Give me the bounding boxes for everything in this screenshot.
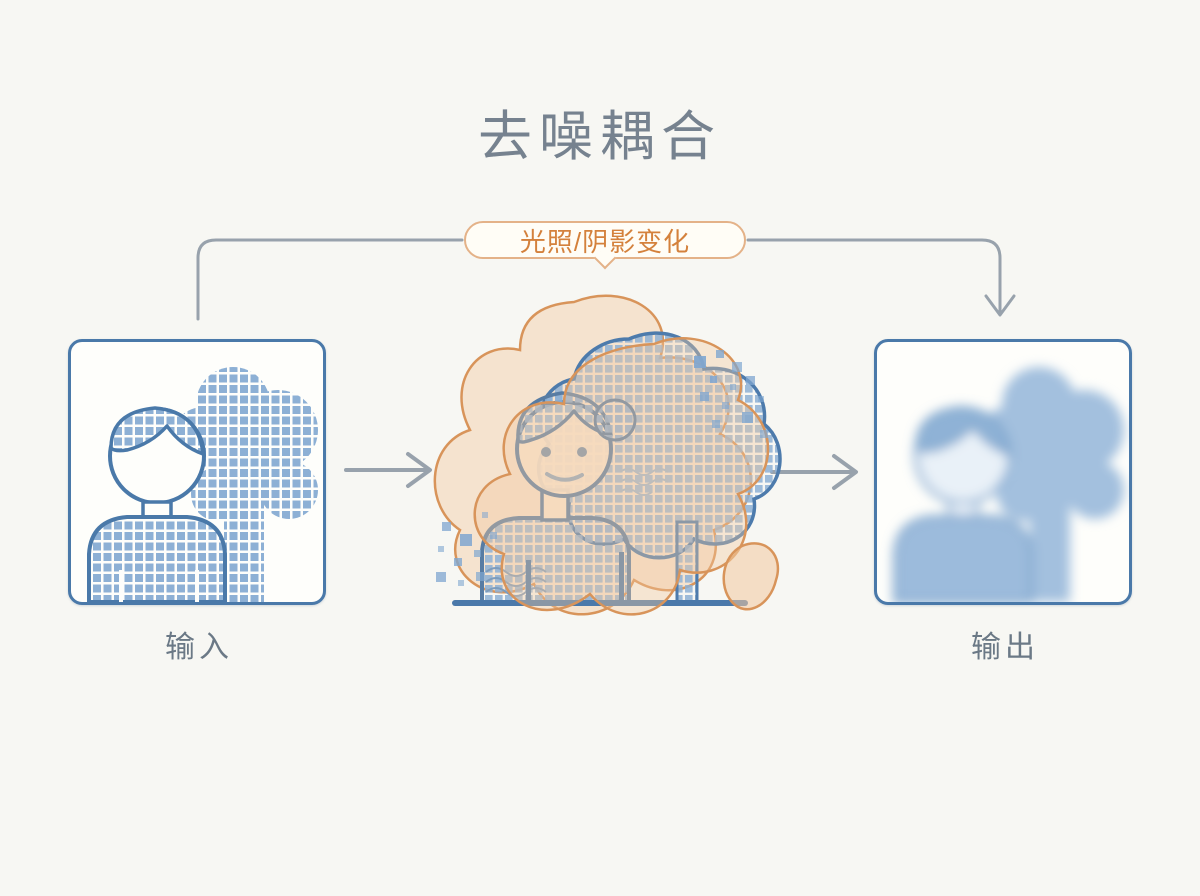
person-eye-left: [541, 447, 551, 457]
person-hair-blurred: [914, 405, 1012, 457]
person-hair-curl-noisy: [593, 398, 637, 442]
arrow-middle-to-output-icon: [770, 454, 858, 490]
person-smile: [545, 472, 584, 482]
glitch-lines-face: [619, 468, 669, 496]
noise-blob-small: [722, 542, 779, 611]
input-label: 输入: [165, 631, 233, 664]
person-torso-noisy: [480, 516, 631, 604]
bypass-line-left: [196, 238, 464, 321]
ground-post-right: [619, 552, 624, 600]
blurred-person-and-tree-illustration: [893, 367, 1124, 602]
noise-pixels-left: [436, 512, 497, 586]
person-torso-blurred: [893, 515, 1033, 602]
input-image-frame: [68, 339, 326, 605]
output-image-frame: [874, 339, 1132, 605]
tree-trunk-blurred: [1030, 500, 1070, 602]
ground-post-left: [526, 560, 531, 600]
bypass-arrowhead-icon: [984, 294, 1016, 317]
person-and-tree-grid-illustration: [87, 367, 318, 602]
bypass-label-pill: 光照/阴影变化: [464, 221, 746, 270]
noise-pixels-top-right: [694, 350, 768, 438]
bypass-line-right: [746, 238, 1002, 314]
person-hair: [109, 406, 205, 456]
noisy-latent-illustration: [424, 284, 784, 676]
page-title: 去噪耦合: [478, 107, 722, 167]
tree-trunk: [224, 500, 264, 602]
person-eye-right: [577, 447, 587, 457]
person-hair-noisy: [516, 391, 613, 444]
glitch-lines-shoulder: [485, 567, 547, 597]
arrow-input-to-middle-icon: [344, 452, 432, 488]
output-label: 输出: [971, 631, 1039, 664]
noisy-person-and-tree-illustration: [433, 294, 782, 616]
noise-blob-front: [473, 337, 770, 616]
person-torso: [87, 515, 227, 602]
